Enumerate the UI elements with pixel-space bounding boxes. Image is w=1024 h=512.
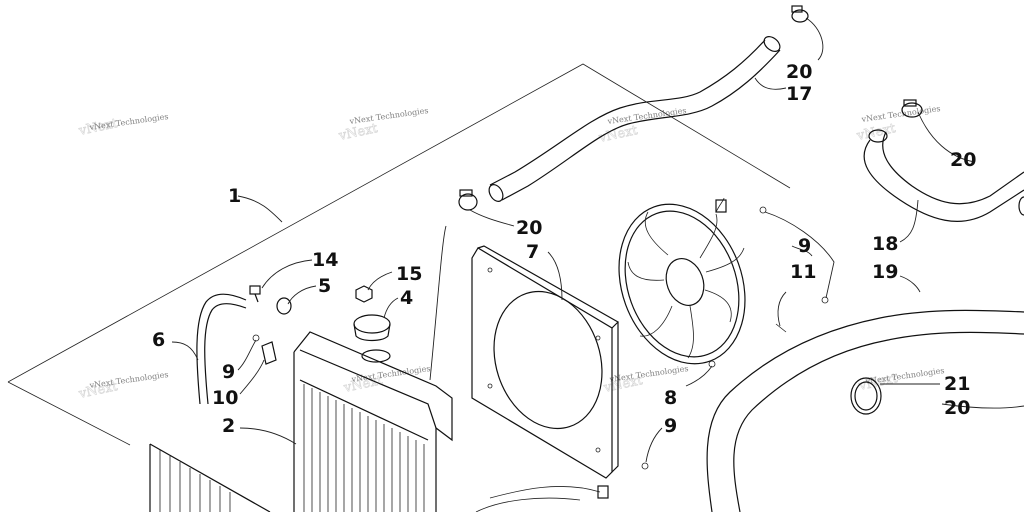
- callout-9-shroud: 9: [664, 415, 677, 437]
- callout-20-top: 20: [786, 61, 812, 83]
- callout-4: 4: [400, 287, 413, 309]
- callout-7: 7: [526, 241, 539, 263]
- leader-lines: [171, 17, 1024, 463]
- callout-21: 21: [944, 373, 970, 395]
- hose-18: [863, 129, 1024, 222]
- callout-19: 19: [872, 261, 898, 283]
- hose-clamp-mid: [458, 189, 478, 211]
- wiring: [475, 323, 787, 512]
- overflow-hose: [196, 293, 247, 405]
- fan-screws: [641, 206, 829, 470]
- callout-20-right: 20: [950, 149, 976, 171]
- fan-shroud: [471, 245, 619, 479]
- callout-17: 17: [786, 83, 812, 105]
- hose-19: [706, 309, 1024, 512]
- callout-10: 10: [212, 387, 238, 409]
- callout-5: 5: [318, 275, 331, 297]
- watermark-4: vNext Technologies: [860, 104, 941, 124]
- callout-2: 2: [222, 415, 235, 437]
- watermark-5: vNext Technologies: [88, 370, 169, 390]
- upper-hose: [488, 36, 781, 202]
- callout-15: 15: [396, 263, 422, 285]
- bracket: [252, 334, 277, 365]
- callout-9-bracket: 9: [222, 361, 235, 383]
- callout-18: 18: [872, 233, 898, 255]
- callout-6: 6: [152, 329, 165, 351]
- cooling-fan: [618, 197, 746, 368]
- radiator-core: [303, 384, 425, 512]
- nut: [355, 285, 373, 303]
- callout-9-fan: 9: [798, 235, 811, 257]
- svg-text:vNext: vNext: [597, 123, 640, 146]
- svg-text:vNext: vNext: [855, 121, 898, 144]
- watermarks: vNext vNext Technologies vNext vNext Tec…: [76, 104, 945, 402]
- watermark-2: vNext Technologies: [348, 106, 429, 126]
- watermark-1: vNext Technologies: [88, 112, 169, 132]
- radiator: [293, 331, 453, 512]
- hose-clamp-right: [901, 99, 923, 118]
- callout-20-lower: 20: [944, 397, 970, 419]
- radiator-cap: [353, 314, 391, 342]
- assembly-boundary: [7, 63, 791, 446]
- callouts: 1 20 17 20 20 7 18 9 14 15 11 19 5 4 6 9…: [152, 61, 976, 437]
- callout-14: 14: [312, 249, 338, 271]
- radiator-screen: [149, 443, 271, 512]
- callout-1: 1: [228, 185, 241, 207]
- hose-clamp-lower: [850, 377, 882, 415]
- callout-11: 11: [790, 261, 816, 283]
- callout-20-mid: 20: [516, 217, 542, 239]
- screw: [249, 285, 261, 303]
- grommet: [276, 297, 292, 315]
- hose-clamp-top: [791, 5, 809, 23]
- watermark-7: vNext Technologies: [608, 364, 689, 384]
- callout-8: 8: [664, 387, 677, 409]
